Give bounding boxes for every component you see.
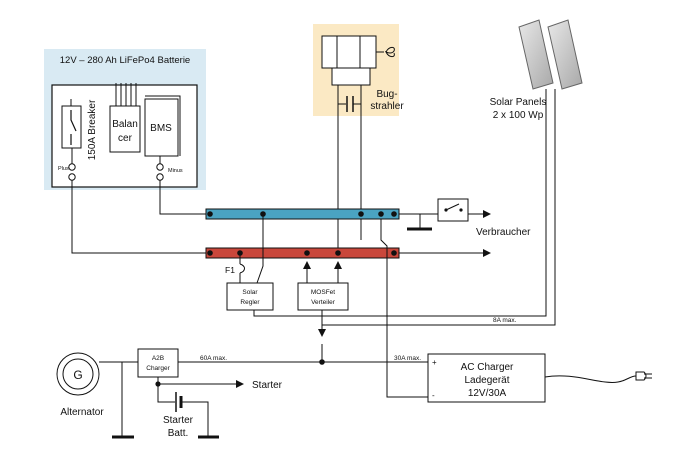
mosfet-verteiler-box xyxy=(297,282,349,311)
bus-terminal xyxy=(391,250,397,256)
solar-panel-2-icon xyxy=(547,19,583,90)
solar-panels-label-line1: Solar Panels xyxy=(490,97,547,108)
propeller-icon xyxy=(376,46,395,58)
mains-plug-icon xyxy=(635,371,652,381)
a2b-charger-box xyxy=(137,348,179,378)
generator-symbol: G xyxy=(73,368,82,382)
wire xyxy=(253,89,547,317)
mosfet-verteiler-label-line1: MOSFet xyxy=(311,289,335,296)
starter-label: Starter xyxy=(252,380,283,391)
plus-terminal-top xyxy=(68,163,76,171)
breaker-label: 150A Breaker xyxy=(87,99,98,160)
a2b-charger-label-line1: A2B xyxy=(152,355,164,362)
plus-terminal-bottom xyxy=(68,173,76,181)
fuse-label: F1 xyxy=(225,265,235,275)
wire xyxy=(256,214,264,284)
plus-label: Plus xyxy=(58,166,69,172)
starter-batt-label-line1: Starter xyxy=(163,415,194,426)
switch-box xyxy=(437,198,469,222)
ac-current-label: 30A max. xyxy=(394,355,421,362)
ac-charger-box xyxy=(427,353,546,403)
bus-terminal xyxy=(358,211,364,217)
balancer-label-line1: Balan xyxy=(112,119,138,130)
switch-icon xyxy=(445,203,460,211)
a2b-current-label: 60A max. xyxy=(200,355,227,362)
wire-node xyxy=(459,208,463,212)
bus-terminal xyxy=(391,211,397,217)
solar-panels: Solar Panels 2 x 100 Wp 8A max. xyxy=(253,19,583,326)
balancer-box xyxy=(109,105,141,153)
minus-label: Minus xyxy=(168,168,183,174)
balancer-leads xyxy=(115,83,137,106)
positive-bus-bar xyxy=(205,247,400,259)
wire xyxy=(321,89,556,326)
ac-charger-minus: - xyxy=(432,391,435,400)
consumer-switch xyxy=(399,198,491,222)
breaker-switch-icon xyxy=(70,110,77,145)
bms-box xyxy=(144,98,179,157)
battery-title: 12V – 280 Ah LiFePo4 Batterie xyxy=(60,55,190,66)
bus-terminal xyxy=(304,250,310,256)
ac-charger-label-line1: AC Charger xyxy=(461,362,514,373)
wire xyxy=(380,219,428,398)
wire xyxy=(157,384,175,403)
solar-regler-label-line2: Regler xyxy=(240,299,260,306)
bow-thruster-block: Bug- strahler xyxy=(313,24,404,212)
mains-cable xyxy=(544,375,637,383)
ac-charger-label-line3: 12V/30A xyxy=(468,388,507,399)
a2b-charger-label-line2: Charger xyxy=(146,365,170,372)
consumers-label: Verbraucher xyxy=(476,227,531,238)
thruster-motor xyxy=(321,35,377,69)
mosfet-verteiler-label-line2: Verteiler xyxy=(311,299,336,306)
battery-block: 12V – 280 Ah LiFePo4 Batterie 150A Break… xyxy=(44,49,206,190)
bus-terminal xyxy=(378,211,384,217)
thruster-controller xyxy=(331,67,371,86)
solar-regler-label-line1: Solar xyxy=(242,289,258,296)
balancer-label-line2: cer xyxy=(118,133,133,144)
solar-current-label: 8A max. xyxy=(493,317,517,324)
wire xyxy=(71,180,206,254)
minus-terminal-top xyxy=(156,163,164,171)
ac-charger-plus: + xyxy=(432,358,437,367)
minus-terminal-bottom xyxy=(156,173,164,181)
wire xyxy=(159,180,206,215)
bus-terminal xyxy=(207,250,213,256)
alternator-label: Alternator xyxy=(60,407,104,418)
ac-charger-label-line2: Ladegerät xyxy=(464,375,509,386)
bms-label: BMS xyxy=(150,123,172,134)
wire xyxy=(145,95,181,156)
wire xyxy=(182,401,209,437)
starter-batt-label-line2: Batt. xyxy=(168,428,189,439)
solar-regler-box xyxy=(226,282,274,311)
fuse-icon xyxy=(239,263,245,274)
bow-thruster-label-line2: strahler xyxy=(370,101,404,112)
solar-panels-label-line2: 2 x 100 Wp xyxy=(493,110,544,121)
bus-terminal xyxy=(207,211,213,217)
solar-panel-1-icon xyxy=(518,19,554,90)
negative-bus-bar xyxy=(205,208,400,220)
generator-icon-inner xyxy=(62,358,94,390)
bow-thruster-label-line1: Bug- xyxy=(376,89,397,100)
bus-terminal xyxy=(335,250,341,256)
